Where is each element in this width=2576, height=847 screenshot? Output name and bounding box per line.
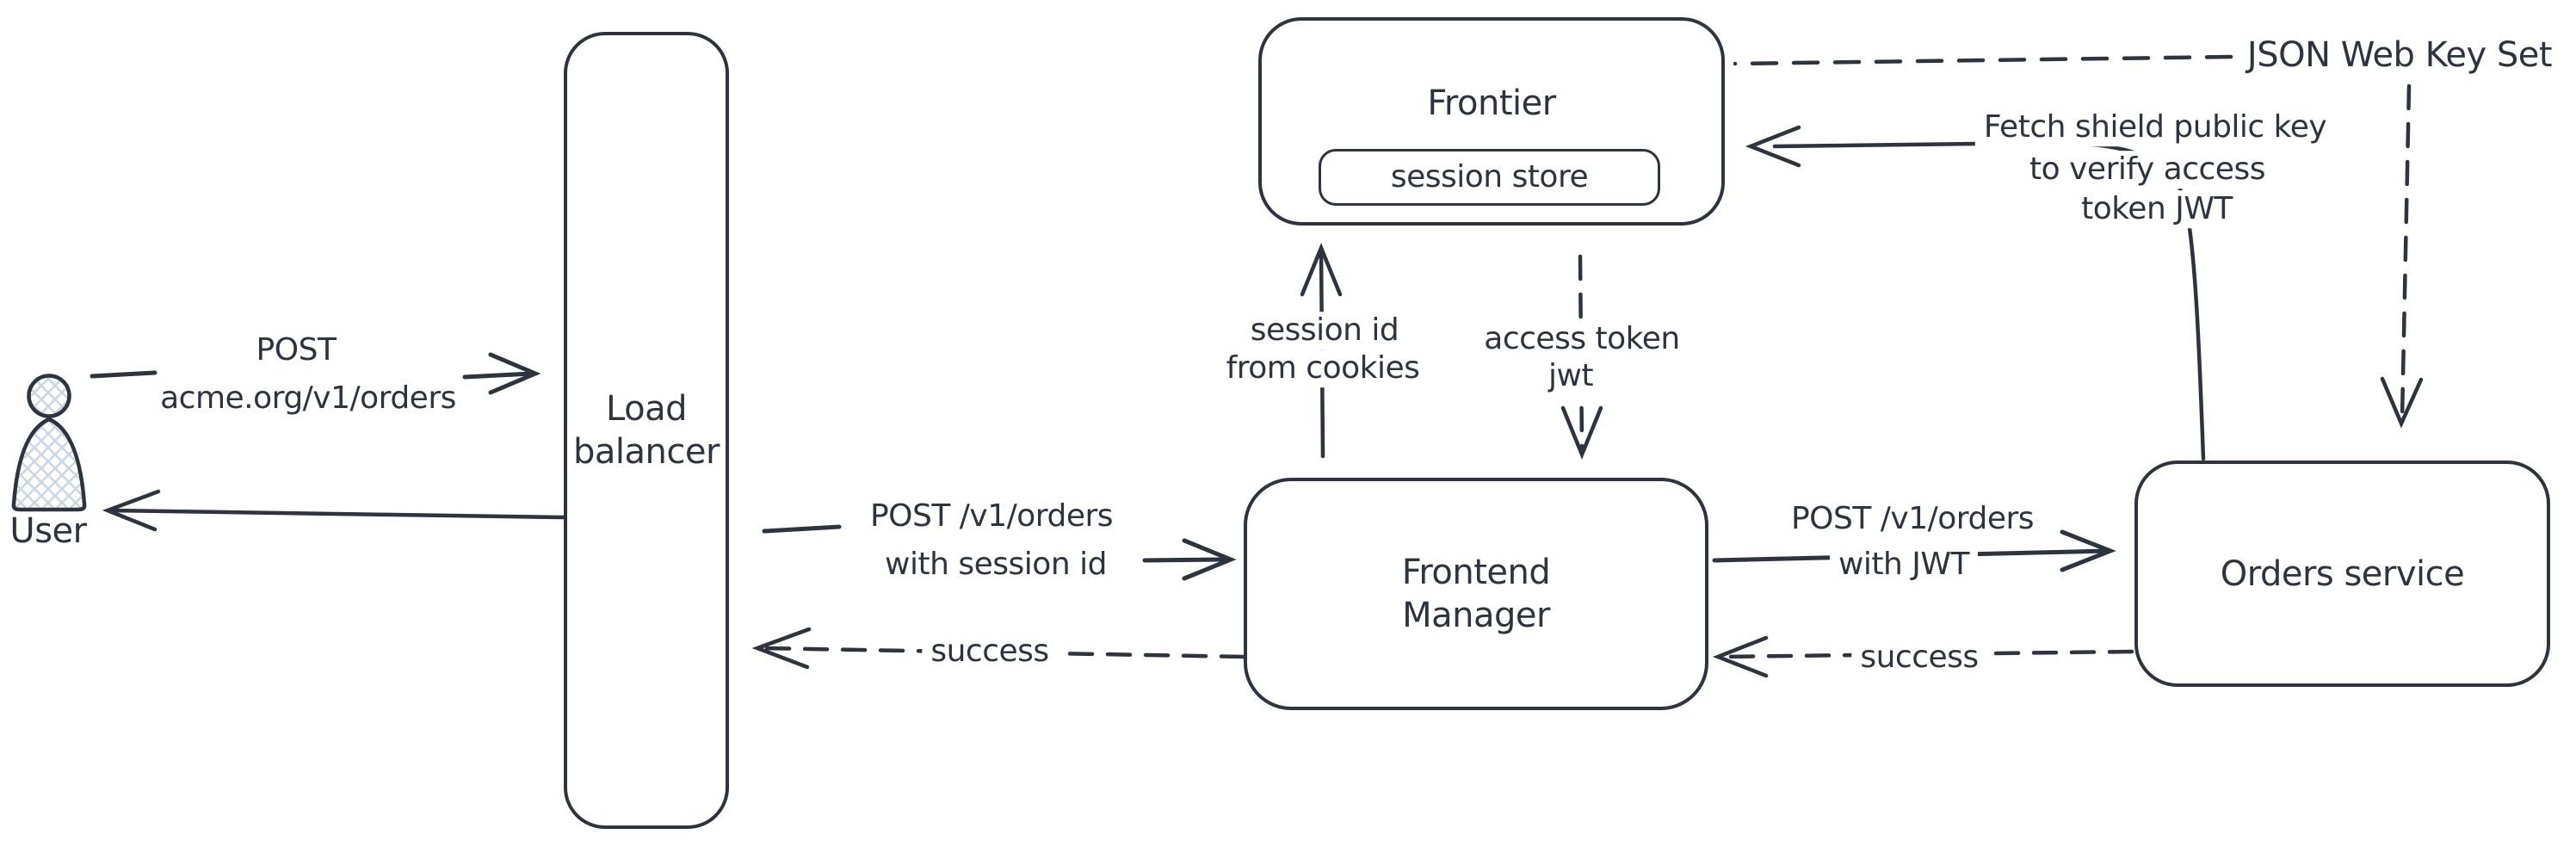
load-balancer-label: Load balancer: [573, 389, 720, 472]
label-fetch-key-line3: token JWT: [2073, 190, 2241, 228]
session-store-label: session store: [1390, 159, 1589, 195]
node-load-balancer: Load balancer: [564, 32, 729, 829]
dashed-line-jwks-to-frontier: [1733, 54, 2233, 66]
label-fetch-key-line1: Fetch shield public key: [1974, 108, 2336, 146]
label-user-request-line1: POST: [247, 331, 345, 369]
arrow-lb-to-fm: [762, 524, 1237, 581]
frontend-manager-label: Frontend Manager: [1401, 553, 1551, 635]
node-orders-service: Orders service: [2134, 461, 2550, 687]
arrow-user-to-lb: [90, 352, 541, 395]
orders-service-label: Orders service: [2220, 553, 2465, 594]
label-user-request-line2: acme.org/v1/orders: [151, 380, 465, 417]
user-icon: [11, 374, 87, 512]
label-fetch-key-line2: to verify access: [2021, 151, 2274, 189]
user-head: [27, 374, 71, 418]
label-fm-to-frontier-line2: from cookies: [1217, 349, 1429, 387]
node-frontend-manager: Frontend Manager: [1244, 478, 1708, 710]
frontier-label: Frontier: [1427, 83, 1556, 123]
label-jwks: JSON Web Key Set: [2246, 35, 2553, 75]
label-lb-to-fm-line2: with session id: [876, 546, 1115, 584]
user-label: User: [9, 511, 87, 551]
node-session-store: session store: [1319, 149, 1660, 206]
label-lb-to-fm-line1: POST /v1/orders: [861, 498, 1122, 535]
label-orders-to-fm-success: success: [1851, 639, 1987, 677]
label-frontier-to-fm-line1: access token: [1475, 320, 1689, 358]
node-frontier: Frontier session store: [1258, 17, 1725, 226]
label-fm-to-orders-line1: POST /v1/orders: [1782, 500, 2043, 538]
label-fm-to-orders-line2: with JWT: [1829, 546, 1979, 584]
arrow-jwks-to-orders: [2380, 83, 2424, 429]
arrow-lb-to-user: [102, 489, 566, 532]
user-body: [11, 417, 87, 512]
label-fm-to-lb-success: success: [922, 633, 1058, 671]
label-fm-to-frontier-line1: session id: [1241, 312, 1408, 349]
label-frontier-to-fm-line2: jwt: [1539, 357, 1603, 395]
